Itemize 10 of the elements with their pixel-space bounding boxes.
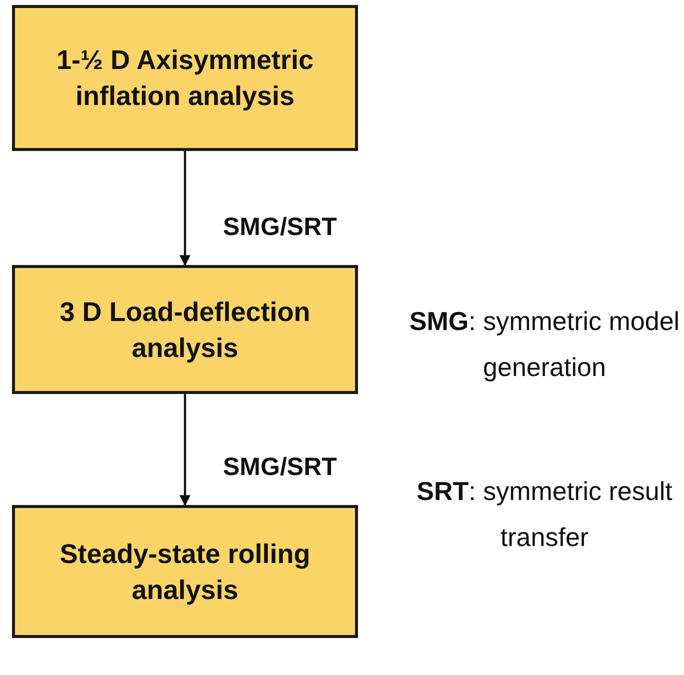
note-text: SRT: symmetric result transfer: [416, 475, 674, 554]
box-text: Steady-state rolling analysis: [58, 538, 312, 607]
arrow: [180, 151, 190, 266]
box-text: 1-½ D Axisymmetric inflation analysis: [55, 44, 315, 113]
process-box: [12, 505, 358, 638]
box-text: 3 D Load-deflection analysis: [58, 296, 312, 365]
note-text: SMG: symmetric model generation: [408, 305, 681, 384]
arrow: [180, 394, 190, 506]
process-box: [12, 5, 358, 151]
process-box: [12, 265, 358, 394]
